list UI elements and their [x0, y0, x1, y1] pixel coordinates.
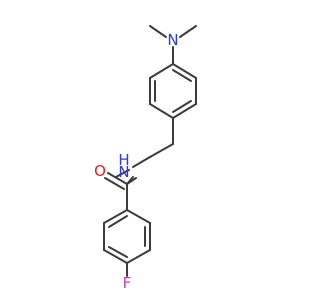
- bond-linker-2: [149, 143, 174, 158]
- bond-ring1-d: [149, 103, 174, 119]
- bond-ring1-f: [149, 63, 174, 79]
- bond-ring2-inner-3: [108, 215, 128, 228]
- atom-n-amide: N: [118, 163, 129, 181]
- atom-h-amide: H: [118, 151, 129, 169]
- bond-ring2-a: [126, 209, 151, 224]
- bond-linker-amide-n: [132, 156, 151, 168]
- molecule-structure: N N H O F: [94, 25, 197, 292]
- bond-ring1-inner-1: [172, 69, 192, 82]
- bond-ring2-c: [126, 249, 151, 264]
- bond-carbonyl-o-1: [107, 172, 128, 185]
- bond-ring2-f: [103, 209, 128, 224]
- bond-methyl-left: [149, 25, 167, 38]
- bond-ring2-d: [103, 249, 128, 264]
- bond-amide-n-carbonyl: [115, 170, 128, 178]
- bond-n-carbonyl-carbon: [126, 169, 130, 172]
- bond-ring1-inner-2: [172, 100, 192, 113]
- atom-f-fluoro: F: [123, 274, 132, 292]
- bond-carbonyl-o-2: [104, 177, 125, 190]
- atom-o-carbonyl: O: [94, 162, 106, 180]
- bond-ring1-c: [172, 103, 197, 119]
- atom-n-dimethylamino: N: [167, 31, 178, 49]
- structure-canvas: N N H O F: [94, 25, 197, 292]
- bond-ring2-inner-2: [108, 246, 128, 258]
- bond-ring1-a: [172, 63, 197, 79]
- bond-methyl-right: [179, 25, 197, 38]
- bond-carbonyl-carbon-n: [126, 177, 137, 185]
